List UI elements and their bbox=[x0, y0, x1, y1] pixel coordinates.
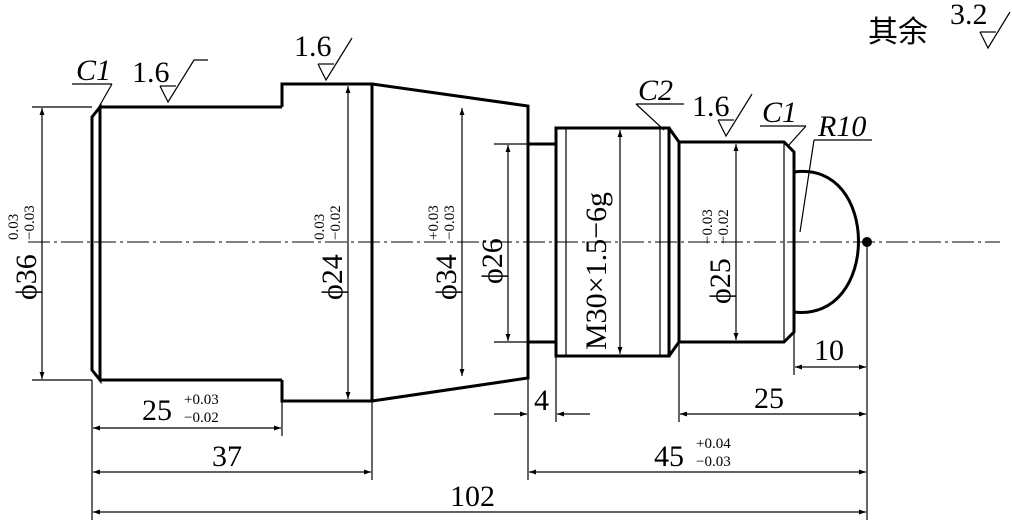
svg-text:−0.03: −0.03 bbox=[442, 205, 458, 240]
svg-text:45: 45 bbox=[654, 440, 684, 473]
dim-length-10: 10 bbox=[814, 334, 844, 367]
svg-text:0.03: 0.03 bbox=[6, 214, 22, 240]
svg-text:−0.03: −0.03 bbox=[696, 454, 731, 470]
dim-phi26: ϕ26 bbox=[476, 238, 509, 284]
svg-text:−0.02: −0.02 bbox=[716, 209, 732, 244]
svg-text:0.03: 0.03 bbox=[312, 214, 328, 240]
svg-text:ϕ26: ϕ26 bbox=[476, 238, 509, 284]
dim-length-37: 37 bbox=[212, 440, 242, 473]
dim-length-45: 45 +0.04 −0.03 bbox=[654, 436, 731, 473]
roughness-left-surface: 1.6 bbox=[132, 56, 170, 89]
svg-text:M30×1.5−6g: M30×1.5−6g bbox=[580, 192, 613, 350]
diameter-dimensions bbox=[32, 86, 739, 399]
dim-phi24: ϕ24 0.03 −0.02 bbox=[312, 205, 349, 300]
general-roughness-prefix: 其余 bbox=[868, 16, 928, 49]
svg-text:+0.03: +0.03 bbox=[184, 392, 219, 408]
roughness-symbols bbox=[159, 11, 1011, 138]
svg-text:−0.03: −0.03 bbox=[22, 205, 38, 240]
chamfer-thread-label: C2 bbox=[638, 74, 673, 107]
leaders bbox=[72, 83, 872, 233]
dim-length-25-right: 25 bbox=[754, 382, 784, 415]
svg-text:ϕ24: ϕ24 bbox=[316, 254, 349, 300]
dim-length-4: 4 bbox=[534, 384, 549, 417]
svg-text:25: 25 bbox=[142, 394, 172, 427]
svg-text:−0.02: −0.02 bbox=[184, 410, 219, 426]
svg-text:ϕ34: ϕ34 bbox=[430, 254, 463, 300]
radius-label: R10 bbox=[817, 110, 866, 143]
roughness-right-journal: 1.6 bbox=[692, 90, 730, 123]
shaft-outline bbox=[90, 82, 860, 403]
dim-phi36: ϕ36 0.03 −0.03 bbox=[6, 205, 43, 300]
dim-length-25-left: 25 +0.03 −0.02 bbox=[142, 392, 219, 427]
dim-thread: M30×1.5−6g bbox=[580, 192, 613, 350]
svg-text:+0.03: +0.03 bbox=[426, 205, 442, 240]
sphere-center-point bbox=[862, 237, 872, 247]
chamfer-left-label: C1 bbox=[76, 54, 111, 87]
dim-length-102: 102 bbox=[450, 480, 495, 513]
dim-phi25: ϕ25 −0.03 −0.02 bbox=[700, 209, 737, 304]
svg-text:+0.04: +0.04 bbox=[696, 436, 731, 452]
chamfer-right-label: C1 bbox=[762, 96, 797, 129]
svg-text:ϕ25: ϕ25 bbox=[704, 258, 737, 304]
svg-text:−0.02: −0.02 bbox=[328, 205, 344, 240]
roughness-flange: 1.6 bbox=[294, 30, 332, 63]
dim-phi34: ϕ34 +0.03 −0.03 bbox=[426, 205, 463, 300]
general-roughness-value: 3.2 bbox=[950, 0, 988, 31]
svg-text:−0.03: −0.03 bbox=[700, 209, 716, 244]
length-dimensions bbox=[91, 247, 868, 520]
svg-text:ϕ36: ϕ36 bbox=[10, 254, 43, 300]
